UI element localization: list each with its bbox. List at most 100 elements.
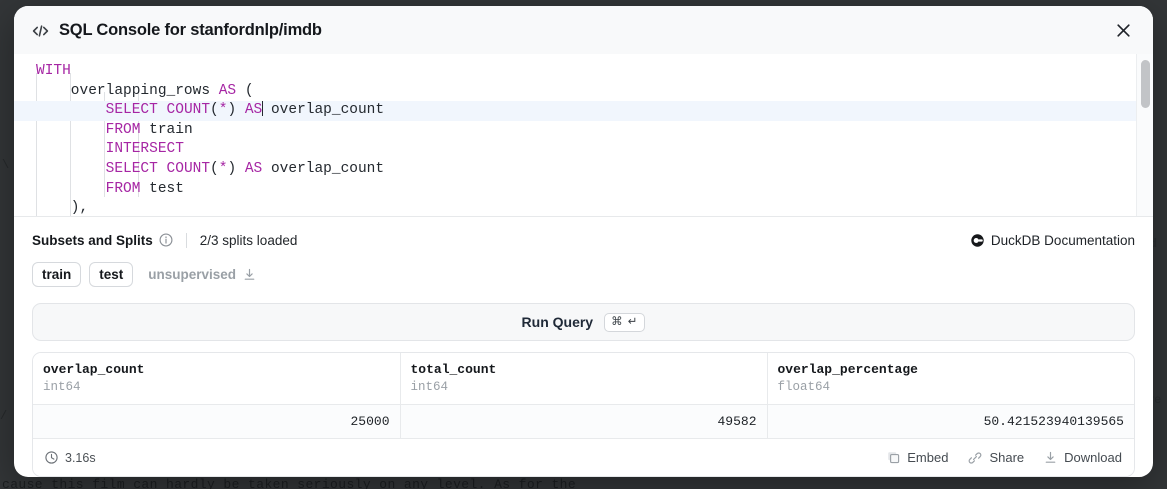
sql-keyword: SELECT COUNT: [105, 102, 211, 119]
sql-text: test: [140, 180, 184, 197]
sql-text: [36, 141, 106, 157]
code-line: WITH: [14, 62, 1136, 82]
sql-text: overlap_count: [262, 160, 385, 177]
code-line: INTERSECT: [14, 140, 1136, 160]
duckdb-documentation-link[interactable]: DuckDB Documentation: [971, 233, 1135, 248]
split-tag-label: train: [42, 266, 72, 282]
sql-keyword: AS: [244, 102, 263, 119]
sql-text: ),: [36, 200, 89, 216]
backdrop-text-bottom: cause this film can hardly be taken seri…: [2, 477, 577, 489]
modal-header: SQL Console for stanfordnlp/imdb: [14, 6, 1153, 54]
column-type: int64: [43, 380, 81, 394]
footer-action-download[interactable]: Download: [1044, 450, 1122, 465]
split-tag-unsupervised[interactable]: unsupervised: [141, 261, 267, 287]
run-query-button[interactable]: Run Query ⌘ ↵: [32, 303, 1135, 341]
code-icon: [32, 24, 49, 38]
subsets-header-row: Subsets and Splits 2/3 splits loaded: [32, 229, 1135, 251]
sql-text: ): [227, 160, 245, 177]
run-query-label: Run Query: [521, 314, 594, 330]
close-icon[interactable]: [1111, 18, 1135, 42]
table-cell: 49582: [400, 404, 768, 439]
run-query-shortcut: ⌘ ↵: [604, 312, 646, 332]
query-timing-label: 3.16s: [65, 450, 96, 465]
column-header[interactable]: overlap_percentage float64: [767, 353, 1134, 405]
vertical-divider: [185, 232, 187, 248]
link-icon: [968, 451, 982, 465]
code-line: SELECT COUNT(*) AS overlap_count: [14, 160, 1136, 180]
footer-action-embed[interactable]: Embed: [887, 450, 948, 465]
split-tag-label: unsupervised: [148, 266, 237, 282]
copy-icon: [887, 451, 900, 464]
backdrop-text-left: \: [2, 158, 10, 172]
sql-text: [36, 122, 106, 138]
sql-keyword: AS: [218, 82, 237, 99]
split-tag-test[interactable]: test: [89, 261, 134, 287]
duckdb-documentation-label: DuckDB Documentation: [990, 232, 1135, 248]
column-header[interactable]: overlap_count int64: [33, 353, 401, 405]
text-cursor: [261, 101, 263, 117]
table-cell: 50.421523940139565: [767, 404, 1134, 439]
sql-keyword: *: [218, 102, 228, 119]
sql-text: overlapping_rows: [36, 82, 219, 99]
footer-action-share[interactable]: Share: [968, 450, 1024, 465]
splits-loaded-status: 2/3 splits loaded: [199, 232, 298, 248]
sql-console-modal: SQL Console for stanfordnlp/imdb WITH ov…: [14, 6, 1153, 477]
code-lines: WITH overlapping_rows AS ( SELECT COUNT(…: [14, 62, 1136, 216]
footer-action-label: Share: [989, 450, 1025, 465]
column-name: overlap_percentage: [777, 362, 918, 377]
sql-editor-content[interactable]: WITH overlapping_rows AS ( SELECT COUNT(…: [14, 54, 1136, 216]
sql-text: [36, 181, 106, 197]
sql-text: train: [140, 121, 193, 138]
table-cell: 25000: [33, 404, 401, 439]
sql-keyword: *: [218, 160, 228, 177]
footer-action-label: Download: [1064, 450, 1122, 465]
results-footer: 3.16s Embed Share Download: [33, 439, 1134, 476]
split-tag-train[interactable]: train: [32, 261, 82, 287]
code-line: ),: [14, 199, 1136, 216]
sql-text: [36, 102, 106, 118]
backdrop-text-right: d: [1149, 236, 1157, 250]
footer-actions: Embed Share Download: [887, 450, 1122, 465]
sql-keyword: AS: [244, 160, 263, 177]
backdrop-text-right-lower: re: [1150, 392, 1161, 406]
code-line: SELECT COUNT(*) AS overlap_count: [14, 101, 1136, 121]
subsets-and-splits-section: Subsets and Splits 2/3 splits loaded: [14, 217, 1153, 293]
sql-keyword: WITH: [36, 63, 71, 79]
subsets-title: Subsets and Splits: [32, 232, 153, 248]
column-name: overlap_count: [43, 362, 145, 377]
footer-action-label: Embed: [907, 450, 949, 465]
code-line: FROM test: [14, 180, 1136, 200]
page-title: SQL Console for stanfordnlp/imdb: [59, 20, 322, 39]
sql-editor[interactable]: WITH overlapping_rows AS ( SELECT COUNT(…: [14, 54, 1153, 217]
info-icon[interactable]: [159, 233, 173, 247]
sql-text: (: [210, 160, 219, 177]
editor-scrollbar[interactable]: [1136, 54, 1153, 216]
sql-text: (: [236, 82, 254, 99]
sql-text: ): [227, 102, 245, 119]
code-line: FROM train: [14, 121, 1136, 141]
query-timing: 3.16s: [45, 451, 96, 465]
sql-keyword: FROM: [105, 121, 141, 138]
sql-keyword: INTERSECT: [105, 141, 184, 158]
sql-keyword: SELECT COUNT: [105, 160, 211, 177]
modal-header-left: SQL Console for stanfordnlp/imdb: [32, 21, 322, 40]
column-name: total_count: [410, 362, 497, 377]
code-line: overlapping_rows AS (: [14, 82, 1136, 102]
split-tag-label: test: [99, 266, 124, 282]
clock-icon: [45, 451, 58, 464]
sql-keyword: FROM: [105, 180, 141, 197]
duckdb-icon: [971, 233, 984, 247]
download-icon[interactable]: [243, 268, 256, 281]
editor-scrollbar-thumb[interactable]: [1141, 60, 1150, 108]
column-type: float64: [777, 380, 831, 394]
run-query-wrap: Run Query ⌘ ↵: [14, 293, 1153, 341]
sql-text: overlap_count: [262, 102, 385, 119]
sql-text: (: [210, 102, 219, 119]
download-icon: [1044, 451, 1057, 464]
